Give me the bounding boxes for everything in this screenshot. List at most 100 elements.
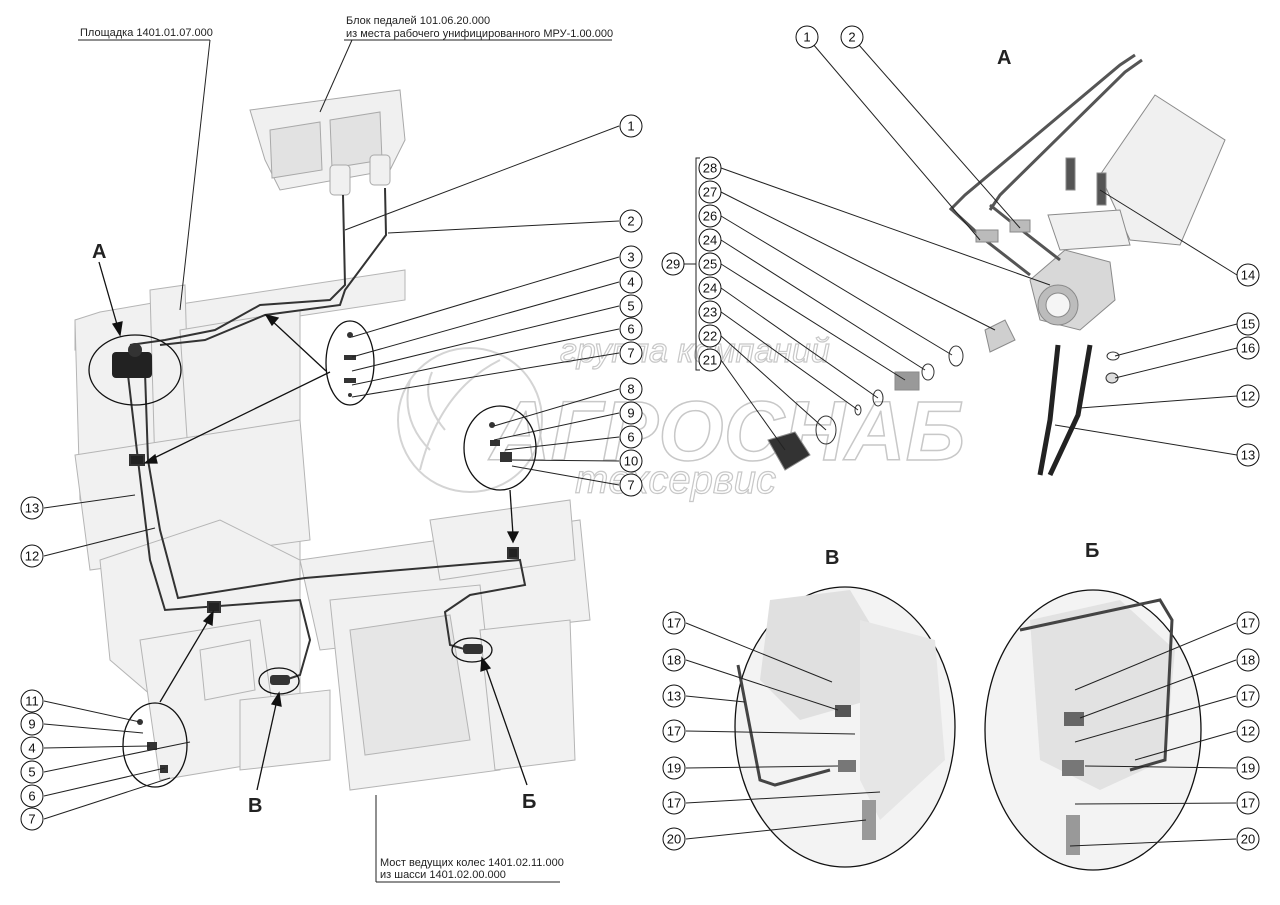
detail-circles [88,320,537,788]
svg-text:24: 24 [703,233,717,248]
pointer-arrows [98,261,528,791]
callout: 6 [619,317,643,341]
callout: 6 [20,784,44,808]
svg-text:4: 4 [627,275,634,290]
svg-text:18: 18 [1241,653,1255,668]
callout: 10 [619,449,643,473]
callout: 13 [20,496,44,520]
svg-text:17: 17 [667,724,681,739]
svg-text:16: 16 [1241,341,1255,356]
svg-text:14: 14 [1241,268,1255,283]
svg-text:5: 5 [627,299,634,314]
callout: 6 [619,425,643,449]
svg-text:6: 6 [627,430,634,445]
svg-text:17: 17 [667,616,681,631]
svg-text:13: 13 [25,501,39,516]
svg-text:6: 6 [28,789,35,804]
svg-text:25: 25 [703,257,717,272]
svg-text:9: 9 [28,717,35,732]
view-b-detail [984,589,1202,871]
svg-text:28: 28 [703,161,717,176]
callout: 2 [840,25,864,49]
svg-text:21: 21 [703,353,717,368]
watermark-line1: группа компаний [560,332,830,370]
callout: 13 [1236,443,1260,467]
svg-text:17: 17 [1241,689,1255,704]
callout: 11 [20,689,44,713]
svg-text:8: 8 [627,382,634,397]
callout: 9 [619,401,643,425]
callout: 4 [619,270,643,294]
callout: 19 [662,756,686,780]
callout: 13 [662,684,686,708]
svg-text:4: 4 [28,741,35,756]
svg-text:2: 2 [627,214,634,229]
svg-text:2: 2 [848,30,855,45]
callout: 21 [698,348,722,372]
svg-text:7: 7 [627,346,634,361]
callout: 26 [698,204,722,228]
callout: 7 [619,341,643,365]
callout: 14 [1236,263,1260,287]
svg-text:29: 29 [666,257,680,272]
svg-text:5: 5 [28,765,35,780]
callouts: 1 2 3 4 5 6 7 8 9 6 10 7 13 12 11 9 4 5 … [20,25,1260,851]
svg-text:7: 7 [627,478,634,493]
svg-text:26: 26 [703,209,717,224]
svg-text:24: 24 [703,281,717,296]
callout: 23 [698,300,722,324]
svg-text:9: 9 [627,406,634,421]
svg-text:18: 18 [667,653,681,668]
svg-text:20: 20 [667,832,681,847]
callout: 12 [1236,719,1260,743]
detail-circle-parts [137,332,512,773]
callout: 2 [619,209,643,233]
svg-text:17: 17 [1241,616,1255,631]
callout: 8 [619,377,643,401]
callout: 25 [698,252,722,276]
pedal-block [249,89,406,196]
svg-text:12: 12 [1241,389,1255,404]
callout: 9 [20,712,44,736]
svg-text:13: 13 [667,689,681,704]
svg-text:1: 1 [627,119,634,134]
callout: 17 [1236,791,1260,815]
svg-text:1: 1 [803,30,810,45]
callout: 28 [698,156,722,180]
callout: 5 [619,294,643,318]
svg-text:13: 13 [1241,448,1255,463]
callout: 7 [20,807,44,831]
callout: 3 [619,245,643,269]
svg-text:17: 17 [1241,796,1255,811]
callout: 17 [1236,611,1260,635]
note-axle-line2: из шасси 1401.02.00.000 [380,869,506,881]
callout: 17 [662,611,686,635]
svg-text:19: 19 [667,761,681,776]
tractor-frame [74,269,591,791]
view-v-leaders [685,622,881,840]
view-label-b-detail: Б [1085,540,1099,562]
callout: 18 [662,648,686,672]
watermark-line3: техсервис [575,458,776,502]
callout: 12 [1236,384,1260,408]
callout: 15 [1236,312,1260,336]
callout: 17 [662,719,686,743]
callout: 12 [20,544,44,568]
note-pedal-line2: из места рабочего унифицированного МРУ-1… [346,28,613,40]
callout: 22 [698,324,722,348]
svg-text:7: 7 [28,812,35,827]
view-b-leaders [1069,622,1237,847]
hydraulic-lines [127,187,527,681]
svg-text:20: 20 [1241,832,1255,847]
main-leaders [43,125,620,820]
svg-text:12: 12 [25,549,39,564]
callout: 24 [698,276,722,300]
svg-text:6: 6 [627,322,634,337]
svg-text:27: 27 [703,185,717,200]
svg-text:3: 3 [627,250,634,265]
view-a-leaders [684,36,1238,456]
callout: 16 [1236,336,1260,360]
view-v-detail [734,586,956,868]
callout: 17 [1236,684,1260,708]
